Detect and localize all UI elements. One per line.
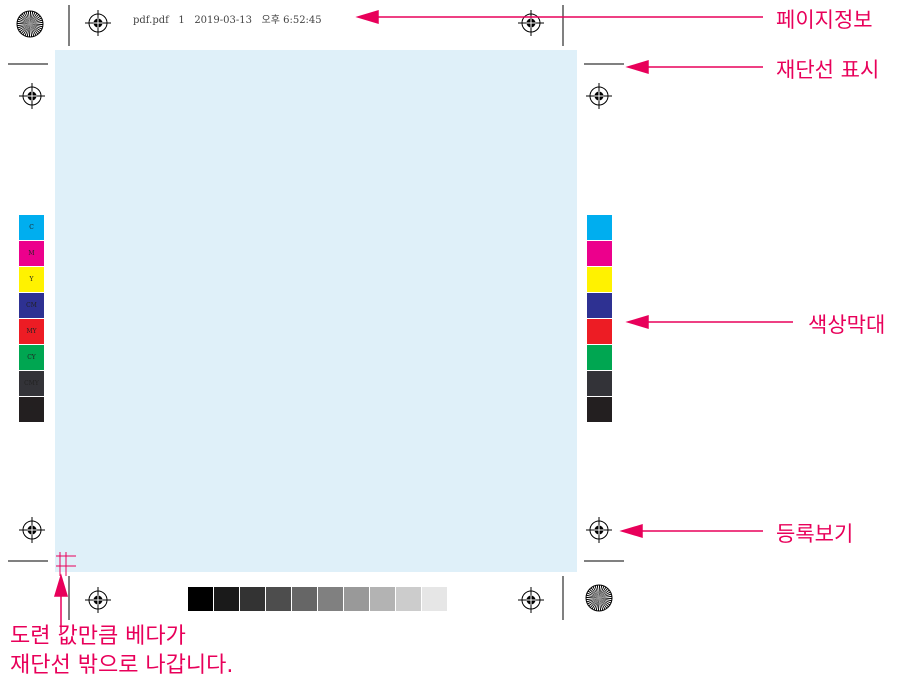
crop-marks <box>8 5 624 620</box>
tint-swatch <box>396 587 421 611</box>
page-info-date: 2019-03-13 <box>194 15 252 26</box>
color-swatch <box>587 345 612 370</box>
callout-crop-marks: 재단선 표시 <box>776 58 880 82</box>
color-swatch <box>587 397 612 422</box>
page-info-file: pdf.pdf <box>133 15 169 26</box>
color-swatch: MY <box>19 319 44 344</box>
page-info-page: 1 <box>178 15 185 26</box>
color-swatch <box>587 371 612 396</box>
bleed-note-line2: 재단선 밖으로 나갑니다. <box>10 653 234 678</box>
page-area <box>55 50 577 572</box>
tint-swatch <box>240 587 265 611</box>
color-swatch <box>587 215 612 240</box>
callout-registration: 등록보기 <box>776 522 854 546</box>
registration-mark-icon <box>585 516 613 544</box>
page-info-time: 오후 6:52:45 <box>261 15 322 26</box>
tint-swatch <box>318 587 343 611</box>
callout-color-bar: 색상막대 <box>808 313 886 337</box>
bleed-note-line1: 도련 값만큼 베다가 <box>10 624 186 649</box>
registration-mark-icon <box>585 82 613 110</box>
tint-swatch <box>266 587 291 611</box>
color-swatch <box>587 267 612 292</box>
tint-swatch <box>344 587 369 611</box>
star-target-icon <box>585 584 613 612</box>
registration-mark-icon <box>84 9 112 37</box>
color-swatch <box>587 319 612 344</box>
color-swatch <box>587 293 612 318</box>
registration-mark-icon <box>517 586 545 614</box>
color-swatch: C <box>19 215 44 240</box>
tint-swatch <box>370 587 395 611</box>
registration-mark-icon <box>18 82 46 110</box>
color-swatch: CMY <box>19 371 44 396</box>
tint-swatch <box>188 587 213 611</box>
bleed-note: 도련 값만큼 베다가 재단선 밖으로 나갑니다. <box>10 622 233 680</box>
tint-swatch <box>422 587 447 611</box>
callout-arrows <box>53 9 793 633</box>
color-bar-right <box>587 215 612 422</box>
tint-bar <box>188 587 448 611</box>
color-swatch: Y <box>19 267 44 292</box>
star-target-icon <box>16 10 44 38</box>
color-swatch: CY <box>19 345 44 370</box>
tint-swatch <box>292 587 317 611</box>
bleed-marker <box>56 552 76 576</box>
color-swatch: CM <box>19 293 44 318</box>
color-swatch: K <box>19 397 44 422</box>
tint-swatch <box>214 587 239 611</box>
registration-mark-icon <box>517 9 545 37</box>
registration-mark-icon <box>18 516 46 544</box>
registration-mark-icon <box>84 586 112 614</box>
page-info-text: pdf.pdf 1 2019-03-13 오후 6:52:45 <box>133 11 322 26</box>
color-swatch: M <box>19 241 44 266</box>
callout-page-info: 페이지정보 <box>776 8 873 32</box>
color-swatch <box>587 241 612 266</box>
